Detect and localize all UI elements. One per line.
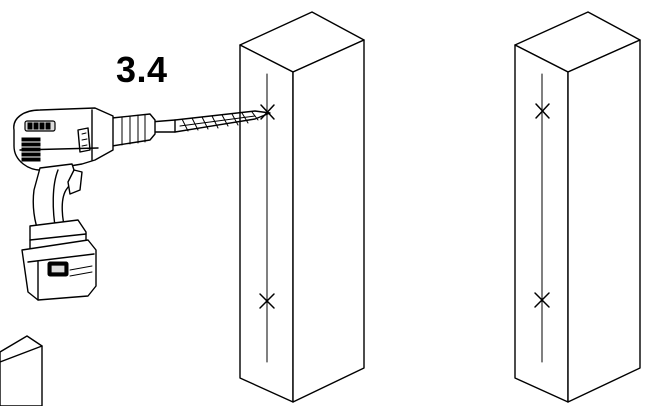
right-post-upper-drill-mark — [535, 103, 550, 119]
drill-vents — [21, 137, 41, 162]
drill-trigger — [67, 169, 83, 195]
left-post-side-face — [292, 39, 365, 403]
step-number: 3.4 — [116, 49, 168, 90]
drill-icon — [13, 107, 156, 301]
partial-box — [0, 335, 43, 406]
right-post-side-face — [567, 39, 641, 403]
right-post-lower-drill-mark — [534, 292, 550, 308]
drill-chuck — [111, 113, 156, 147]
left-post-lower-drill-mark — [259, 293, 275, 309]
left-post — [239, 11, 365, 403]
partial-box-outline — [0, 335, 43, 406]
right-post — [514, 11, 641, 403]
